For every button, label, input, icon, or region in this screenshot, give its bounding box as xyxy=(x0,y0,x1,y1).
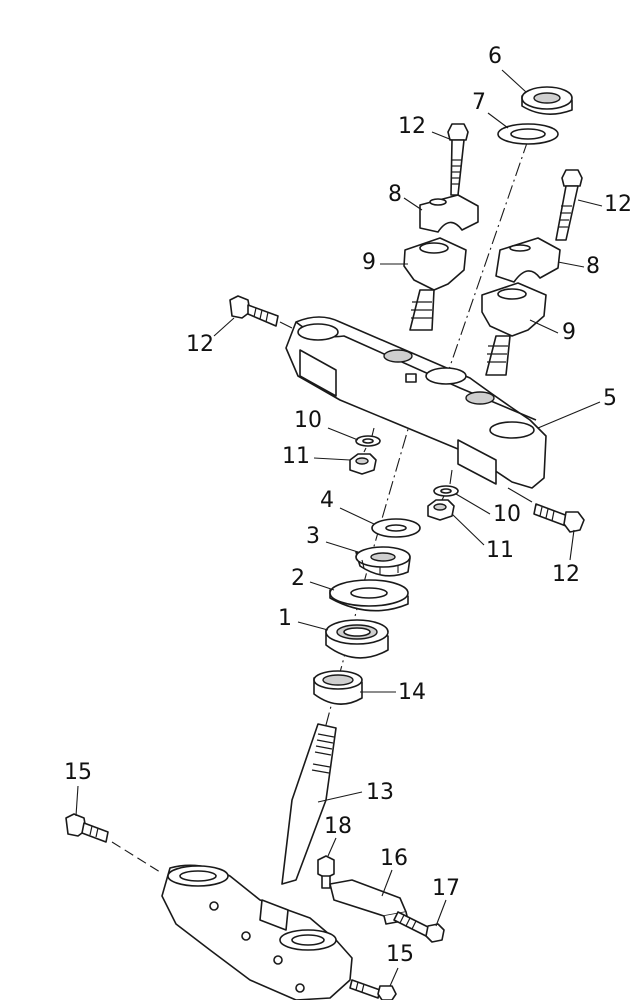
centerline-bolt-15-left xyxy=(111,841,161,873)
part-10-washer-right xyxy=(433,485,459,497)
part-12-bolt-top-right xyxy=(555,169,583,241)
callout-6: 6 xyxy=(488,44,502,69)
callout-10: 10 xyxy=(493,502,521,527)
callout-18: 18 xyxy=(324,814,352,839)
callout-9: 9 xyxy=(562,320,576,345)
callout-12: 12 xyxy=(552,562,580,587)
part-17-bolt xyxy=(393,911,445,943)
centerline-nut-left xyxy=(363,427,375,453)
part-1-bearing xyxy=(325,619,389,659)
part-2-dust-seal xyxy=(329,579,409,612)
centerline-bolt-right xyxy=(507,487,533,503)
callout-13: 13 xyxy=(366,780,394,805)
callout-12: 12 xyxy=(186,332,214,357)
part-12-bolt-right-horizontal xyxy=(533,503,585,533)
part-10-washer-left xyxy=(355,435,381,447)
centerline-bolt-left xyxy=(279,321,293,329)
part-11-nut-right xyxy=(427,499,455,521)
centerline-nut-right xyxy=(441,469,453,501)
part-8-clamp-upper-right xyxy=(495,237,561,283)
part-9-riser-left xyxy=(403,237,467,331)
part-6-top-nut xyxy=(521,86,573,115)
callout-11: 11 xyxy=(486,538,514,563)
callout-16: 16 xyxy=(380,846,408,871)
part-12-bolt-top-left xyxy=(447,123,469,196)
part-3-castle-nut xyxy=(355,546,411,577)
callout-12: 12 xyxy=(398,114,426,139)
callout-2: 2 xyxy=(291,566,305,591)
callout-11: 11 xyxy=(282,444,310,469)
part-15-bolt-left xyxy=(65,813,109,843)
callout-3: 3 xyxy=(306,524,320,549)
part-11-nut-left xyxy=(349,453,377,475)
part-8-clamp-upper-left xyxy=(419,194,479,233)
callout-7: 7 xyxy=(472,90,486,115)
part-9-riser-right xyxy=(481,282,547,376)
part-14-lower-bearing xyxy=(313,670,363,705)
callout-5: 5 xyxy=(603,386,617,411)
callout-8: 8 xyxy=(388,182,402,207)
part-5-upper-triple-clamp xyxy=(285,316,547,489)
callout-1: 1 xyxy=(278,606,292,631)
callout-17: 17 xyxy=(432,876,460,901)
part-13-steering-stem xyxy=(281,723,337,885)
part-4-washer xyxy=(371,518,421,538)
lower-triple-clamp xyxy=(161,864,353,1000)
part-12-bolt-left-horizontal xyxy=(229,295,279,327)
callout-15: 15 xyxy=(64,760,92,785)
part-18-fitting xyxy=(317,855,335,889)
callout-8: 8 xyxy=(586,254,600,279)
callout-14: 14 xyxy=(398,680,426,705)
callout-9: 9 xyxy=(362,250,376,275)
callout-10: 10 xyxy=(294,408,322,433)
callout-12: 12 xyxy=(604,192,632,217)
part-7-washer xyxy=(497,123,559,145)
callout-4: 4 xyxy=(320,488,334,513)
leader-lines xyxy=(75,69,603,987)
callout-15: 15 xyxy=(386,942,414,967)
part-15-bolt-right xyxy=(349,979,397,1000)
